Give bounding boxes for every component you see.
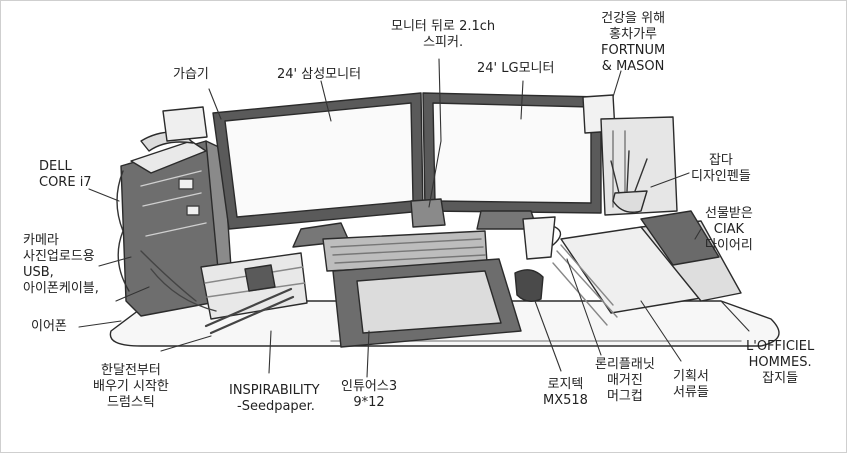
- label-earphone: 이어폰: [31, 319, 67, 334]
- monitor-samsung: [212, 92, 424, 248]
- label-drumstick: 한달전부터 배우기 시작한 드럼스틱: [93, 363, 169, 410]
- label-monitor-lg: 24' LG모니터: [477, 61, 555, 76]
- shelf-box: [600, 116, 678, 216]
- leader-lines: [78, 58, 750, 378]
- label-pens: 잡다 디자인펜들: [691, 153, 751, 184]
- label-magazines: L'OFFICIEL HOMMES. 잡지들: [746, 339, 815, 386]
- label-dell: DELL CORE i7: [39, 159, 92, 190]
- monitor-lg: [422, 92, 602, 230]
- wacom-tablet: [332, 258, 522, 348]
- label-camera-usb: 카메라 사진업로드용 USB, 아이폰케이블,: [23, 233, 99, 296]
- label-mouse: 로지텍 MX518: [543, 377, 588, 408]
- drumsticks: [204, 287, 295, 335]
- label-speaker: 모니터 뒤로 2.1ch 스피커.: [391, 19, 496, 50]
- speaker: [410, 198, 446, 228]
- pen-cup: [612, 190, 648, 213]
- mouse: [514, 269, 544, 302]
- label-ciak: 선물받은 CIAK 다이어리: [705, 206, 753, 253]
- label-mug: 론리플래닛 매거진 머그컵: [595, 357, 655, 404]
- label-monitor-samsung: 24' 삼성모니터: [277, 67, 362, 82]
- ciak-diary: [640, 210, 720, 266]
- label-inspirability: INSPIRABILITY -Seedpaper.: [229, 383, 320, 414]
- label-humidifier: 가습기: [173, 67, 209, 82]
- humidifier: [162, 106, 208, 142]
- label-tea: 건강을 위해 홍차가루 FORTNUM & MASON: [601, 11, 666, 74]
- pc-tower: [116, 140, 234, 317]
- cables: [140, 250, 217, 312]
- mug: [522, 216, 562, 260]
- phone-on-books: [244, 264, 276, 292]
- label-papers: 기획서 서류들: [673, 369, 709, 400]
- label-wacom: 인튜어스3 9*12: [341, 379, 398, 410]
